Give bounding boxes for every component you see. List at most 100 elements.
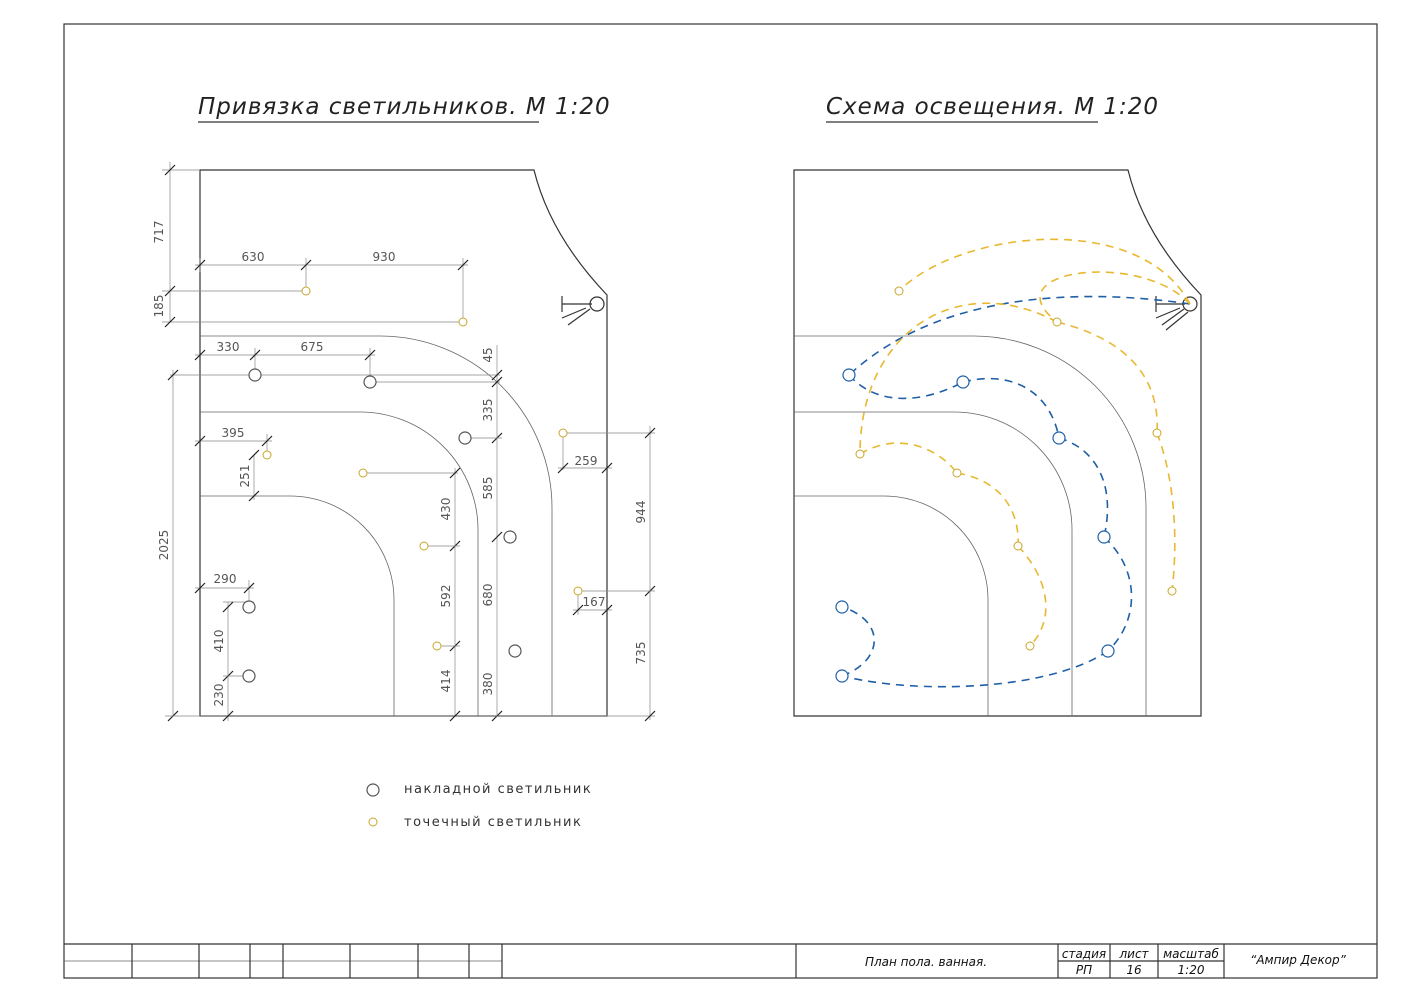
dim-259: 259 — [575, 454, 598, 468]
overhead-lamp — [956, 375, 970, 389]
left-dimension-lines — [162, 162, 656, 722]
left-dimension-labels: 717 185 630 930 330 675 45 335 395 251 2… — [152, 221, 648, 707]
dim-675: 675 — [301, 340, 324, 354]
dim-230: 230 — [212, 684, 226, 707]
left-step-inner — [200, 495, 395, 716]
spot-lamp — [1052, 317, 1062, 327]
spot-lamp — [301, 286, 311, 296]
right-plan-title: Схема освещения. М 1:20 — [826, 94, 1159, 120]
spot-lamp — [894, 286, 904, 296]
spot-lamp — [855, 449, 865, 459]
dim-680: 680 — [481, 584, 495, 607]
dim-380: 380 — [481, 673, 495, 696]
dim-735: 735 — [634, 642, 648, 665]
left-step-middle — [200, 411, 479, 716]
right-step-inner — [794, 495, 989, 716]
dim-592: 592 — [439, 585, 453, 608]
overhead-lamp — [835, 600, 849, 614]
overhead-lamp — [503, 530, 517, 544]
dim-410: 410 — [212, 630, 226, 653]
legend-spot-label: точечный светильник — [404, 815, 582, 830]
right-step-outer — [794, 335, 1147, 716]
dim-335: 335 — [481, 399, 495, 422]
overhead-wire — [1103, 536, 1133, 652]
spot-wire — [1017, 545, 1047, 647]
overhead-lamp — [363, 375, 377, 389]
spot-lamp — [952, 468, 962, 478]
sheet-value: 16 — [1126, 963, 1142, 977]
legend: накладной светильник точечный светильник — [366, 782, 591, 830]
dim-290: 290 — [214, 572, 237, 586]
dim-330: 330 — [217, 340, 240, 354]
drawing-title: План пола. ванная. — [865, 955, 987, 969]
stage-label: стадия — [1062, 947, 1106, 961]
left-room-outline — [199, 169, 608, 717]
left-spot-lamps — [262, 286, 583, 651]
stage-value: РП — [1076, 963, 1092, 977]
right-plan — [793, 169, 1202, 717]
spot-wiring — [859, 238, 1191, 647]
spot-lamp — [419, 541, 429, 551]
spot-wire — [1056, 321, 1158, 434]
spot-lamp — [358, 468, 368, 478]
dim-185: 185 — [152, 295, 166, 318]
company-name: “Ампир Декор” — [1250, 953, 1347, 967]
left-plan-title: Привязка светильников. М 1:20 — [198, 94, 611, 120]
overhead-lamp — [242, 669, 256, 683]
dim-395: 395 — [222, 426, 245, 440]
spot-wire — [898, 238, 1191, 305]
spot-lamp — [1167, 586, 1177, 596]
right-room-outline — [793, 169, 1202, 717]
spot-lamp — [1152, 428, 1162, 438]
dim-717: 717 — [152, 221, 166, 244]
dim-944: 944 — [634, 501, 648, 524]
dim-930: 930 — [373, 250, 396, 264]
spot-lamp — [432, 641, 442, 651]
spot-wire — [859, 302, 1058, 455]
scale-value: 1:20 — [1178, 963, 1205, 977]
right-spot-lamps — [855, 286, 1177, 651]
title-block: План пола. ванная. стадия лист масштаб Р… — [64, 943, 1377, 978]
legend-overhead-symbol — [366, 783, 380, 797]
overhead-lamp — [1052, 431, 1066, 445]
dim-430: 430 — [439, 498, 453, 521]
switch-icon — [561, 296, 605, 326]
dim-2025: 2025 — [157, 530, 171, 561]
dim-414: 414 — [439, 670, 453, 693]
overhead-lamp — [458, 431, 472, 445]
overhead-lamp — [835, 669, 849, 683]
overhead-lamp — [242, 600, 256, 614]
overhead-wire — [1058, 437, 1109, 538]
overhead-lamp — [508, 644, 522, 658]
overhead-wire — [841, 650, 1109, 688]
right-step-middle — [794, 411, 1073, 716]
overhead-lamp — [248, 368, 262, 382]
spot-wire — [956, 472, 1019, 547]
overhead-lamp — [842, 368, 856, 382]
spot-lamp — [458, 317, 468, 327]
spot-lamp — [262, 450, 272, 460]
sheet-label: лист — [1118, 947, 1149, 961]
spot-lamp — [1013, 541, 1023, 551]
overhead-lamp — [1101, 644, 1115, 658]
right-overhead-lamps — [835, 368, 1115, 683]
switch-icon — [1155, 296, 1198, 331]
dim-585: 585 — [481, 477, 495, 500]
dim-251: 251 — [238, 465, 252, 488]
sheet-frame — [63, 23, 1378, 979]
spot-lamp — [558, 428, 568, 438]
overhead-wiring — [841, 295, 1191, 688]
overhead-wire — [841, 606, 876, 677]
spot-lamp — [573, 586, 583, 596]
dim-630: 630 — [242, 250, 265, 264]
spot-wire — [1039, 271, 1191, 323]
overhead-lamp — [1097, 530, 1111, 544]
left-step-outer — [200, 335, 553, 716]
overhead-wire — [962, 377, 1060, 439]
legend-spot-symbol — [368, 817, 378, 827]
spot-wire — [859, 442, 958, 474]
left-overhead-lamps — [242, 368, 522, 683]
dim-45: 45 — [481, 347, 495, 362]
scale-label: масштаб — [1163, 947, 1219, 961]
